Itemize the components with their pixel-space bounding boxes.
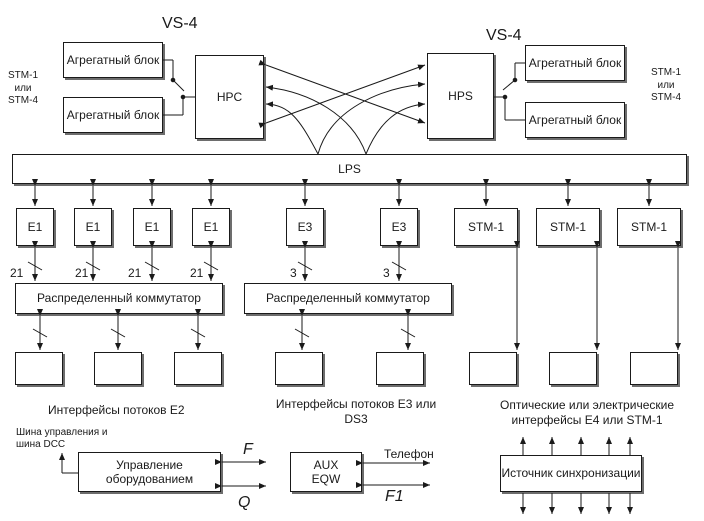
- aggregate-block-left-bottom: Агрегатный блок: [63, 97, 163, 133]
- optical-interface-2: [549, 352, 597, 385]
- tributary-e1-3: E1: [133, 208, 171, 246]
- equipment-management-block: Управление оборудованием: [78, 452, 221, 492]
- aggregate-block-right-bottom: Агрегатный блок: [525, 102, 625, 138]
- tributary-e1-4: E1: [192, 208, 230, 246]
- optical-interface-3: [630, 352, 678, 385]
- left-vs4-title: VS-4: [162, 15, 198, 32]
- sync-source-block: Источник синхронизации: [500, 455, 642, 492]
- aux-eqw-block: AUX EQW: [290, 452, 362, 492]
- channel-count-e1-4: 21: [190, 266, 204, 280]
- left-stm-label: STM-1 или STM-4: [8, 70, 38, 106]
- hps-switch: HPS: [427, 53, 494, 139]
- e2-interface-3: [174, 352, 222, 385]
- q-interface-label: Q: [238, 494, 251, 511]
- e2-interface-1: [15, 352, 63, 385]
- tributary-stm1-3: STM-1: [617, 208, 681, 246]
- lps-bus: LPS: [12, 154, 687, 184]
- channel-count-e3-1: 3: [290, 266, 297, 280]
- control-bus-label: Шина управления и шина DCC: [16, 427, 108, 450]
- e3-interface-1: [275, 352, 323, 385]
- caption-e3-interfaces: Интерфейсы потоков E3 или DS3: [275, 397, 437, 426]
- right-vs4-title: VS-4: [486, 27, 522, 44]
- tributary-stm1-1: STM-1: [454, 208, 518, 246]
- channel-count-e3-2: 3: [383, 266, 390, 280]
- telephone-label: Телефон: [384, 447, 434, 461]
- e2-interface-2: [94, 352, 142, 385]
- tributary-e1-2: E1: [74, 208, 112, 246]
- aggregate-block-left-top: Агрегатный блок: [63, 42, 163, 78]
- f1-label: F1: [385, 488, 404, 505]
- eqw-label: EQW: [311, 472, 341, 486]
- hpc-switch: HPC: [195, 55, 264, 139]
- channel-count-e1-1: 21: [10, 266, 24, 280]
- right-stm-label: STM-1 или STM-4: [651, 67, 681, 103]
- optical-interface-1: [469, 352, 517, 385]
- caption-e2-interfaces: Интерфейсы потоков E2: [48, 403, 185, 417]
- distributed-switch-e3: Распределенный коммутатор: [244, 283, 452, 314]
- caption-optical-interfaces: Оптические или электрические интерфейсы …: [499, 398, 674, 427]
- e3-interface-2: [376, 352, 424, 385]
- f-interface-label: F: [243, 441, 253, 458]
- tributary-e3-1: E3: [286, 208, 324, 246]
- channel-count-e1-3: 21: [128, 266, 142, 280]
- tributary-e3-2: E3: [380, 208, 418, 246]
- aux-label: AUX: [313, 457, 339, 472]
- tributary-stm1-2: STM-1: [536, 208, 600, 246]
- aggregate-block-right-top: Агрегатный блок: [525, 45, 625, 81]
- channel-count-e1-2: 21: [75, 266, 89, 280]
- tributary-e1-1: E1: [16, 208, 54, 246]
